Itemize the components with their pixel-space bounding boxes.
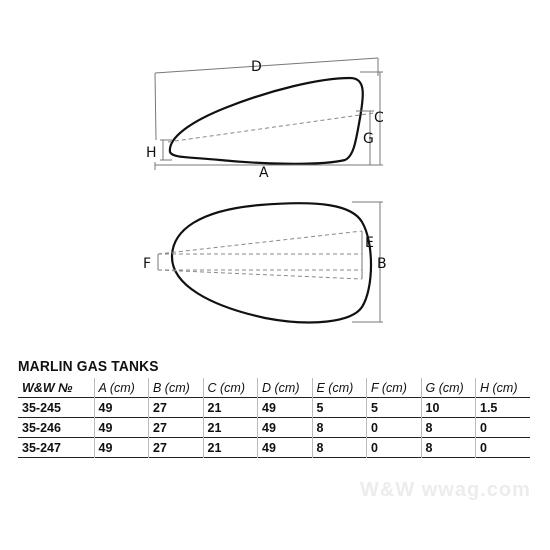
cell-f: 0 (366, 437, 421, 458)
cell-a: 49 (93, 417, 149, 438)
table-header-row: W&W № A (cm) B (cm) C (cm) D (cm) E (cm)… (18, 378, 530, 398)
cell-b: 27 (148, 437, 203, 458)
cell-part-number: 35-245 (22, 400, 61, 415)
tank-top-outline (170, 202, 373, 324)
top-view: B E F (143, 201, 387, 324)
cell-e: 8 (311, 437, 367, 458)
header-c: C (cm) (202, 378, 258, 398)
cell-h: 0 (475, 417, 530, 438)
cell-a: 49 (93, 397, 149, 418)
cell-b: 27 (148, 417, 203, 438)
header-d: D (cm) (257, 378, 312, 398)
cell-b: 27 (148, 397, 203, 418)
spec-table: W&W № A (cm) B (cm) C (cm) D (cm) E (cm)… (18, 378, 530, 458)
cell-f: 5 (366, 397, 421, 418)
cell-c: 21 (202, 397, 258, 418)
cell-a: 49 (93, 437, 149, 458)
dim-label-g: G (363, 131, 374, 147)
dim-label-e: E (365, 235, 374, 251)
cell-f: 0 (366, 417, 421, 438)
header-a: A (cm) (93, 378, 149, 398)
cell-h: 0 (475, 437, 530, 458)
dim-label-f: F (143, 256, 151, 272)
gas-tank-dimension-diagram: D C G H A B E (143, 57, 387, 324)
cell-part-number: 35-247 (22, 440, 61, 455)
dim-label-d: D (251, 59, 262, 75)
cell-h: 1.5 (475, 397, 530, 418)
header-b: B (cm) (148, 378, 203, 398)
cell-g: 8 (420, 417, 476, 438)
cell-c: 21 (202, 417, 258, 438)
header-e: E (cm) (311, 378, 367, 398)
cell-g: 8 (420, 437, 476, 458)
watermark-logo: W&W wwag.com (360, 479, 531, 501)
cell-part-number: 35-246 (22, 420, 61, 435)
spec-table-block: MARLIN GAS TANKS W&W № A (cm) B (cm) C (… (18, 358, 530, 458)
cell-e: 8 (311, 417, 367, 438)
table-row: 35-245 49 27 21 49 5 5 10 1.5 (18, 397, 530, 418)
cell-d: 49 (257, 437, 312, 458)
cell-c: 21 (202, 437, 258, 458)
header-g: G (cm) (420, 378, 476, 398)
cell-e: 5 (311, 397, 367, 418)
header-f: F (cm) (366, 378, 421, 398)
cell-d: 49 (257, 397, 312, 418)
dim-label-b: B (377, 256, 387, 272)
table-title: MARLIN GAS TANKS (18, 358, 159, 375)
tank-side-outline (168, 76, 364, 165)
side-view: D C G H A (146, 57, 384, 181)
header-ww-no: W&W № (22, 380, 73, 395)
header-h: H (cm) (475, 378, 530, 398)
dim-label-a: A (259, 165, 269, 181)
cell-g: 10 (420, 397, 476, 418)
table-row: 35-246 49 27 21 49 8 0 8 0 (18, 417, 530, 438)
dim-label-c: C (374, 110, 384, 126)
dim-label-h: H (146, 145, 157, 161)
table-row: 35-247 49 27 21 49 8 0 8 0 (18, 437, 530, 458)
cell-d: 49 (257, 417, 312, 438)
